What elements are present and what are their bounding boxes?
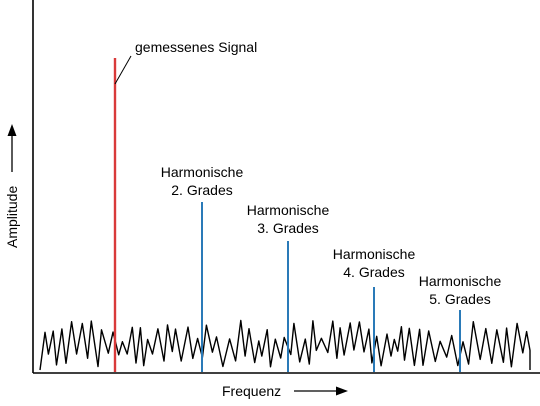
signal-label: gemessenes Signal — [135, 39, 257, 55]
harmonic-4-label-line1: Harmonische — [333, 246, 416, 262]
harmonic-2-label-line1: Harmonische — [161, 164, 244, 180]
harmonic-4-label-line2: 4. Grades — [343, 264, 404, 280]
harmonic-5-label-line2: 5. Grades — [429, 291, 490, 307]
signal-leader-line — [114, 55, 132, 85]
x-axis-arrow-head — [336, 386, 348, 396]
harmonic-3-label-line2: 3. Grades — [257, 220, 318, 236]
harmonic-3-label-line1: Harmonische — [247, 202, 330, 218]
harmonic-5-label-line1: Harmonische — [419, 273, 502, 289]
noise-floor — [39, 319, 531, 371]
x-axis-label: Frequenz — [222, 383, 281, 399]
y-axis-arrow-head — [7, 124, 17, 136]
y-axis-label: Amplitude — [4, 186, 20, 248]
harmonic-2-label-line2: 2. Grades — [171, 182, 232, 198]
y-axis-label-group: Amplitude — [4, 124, 20, 248]
